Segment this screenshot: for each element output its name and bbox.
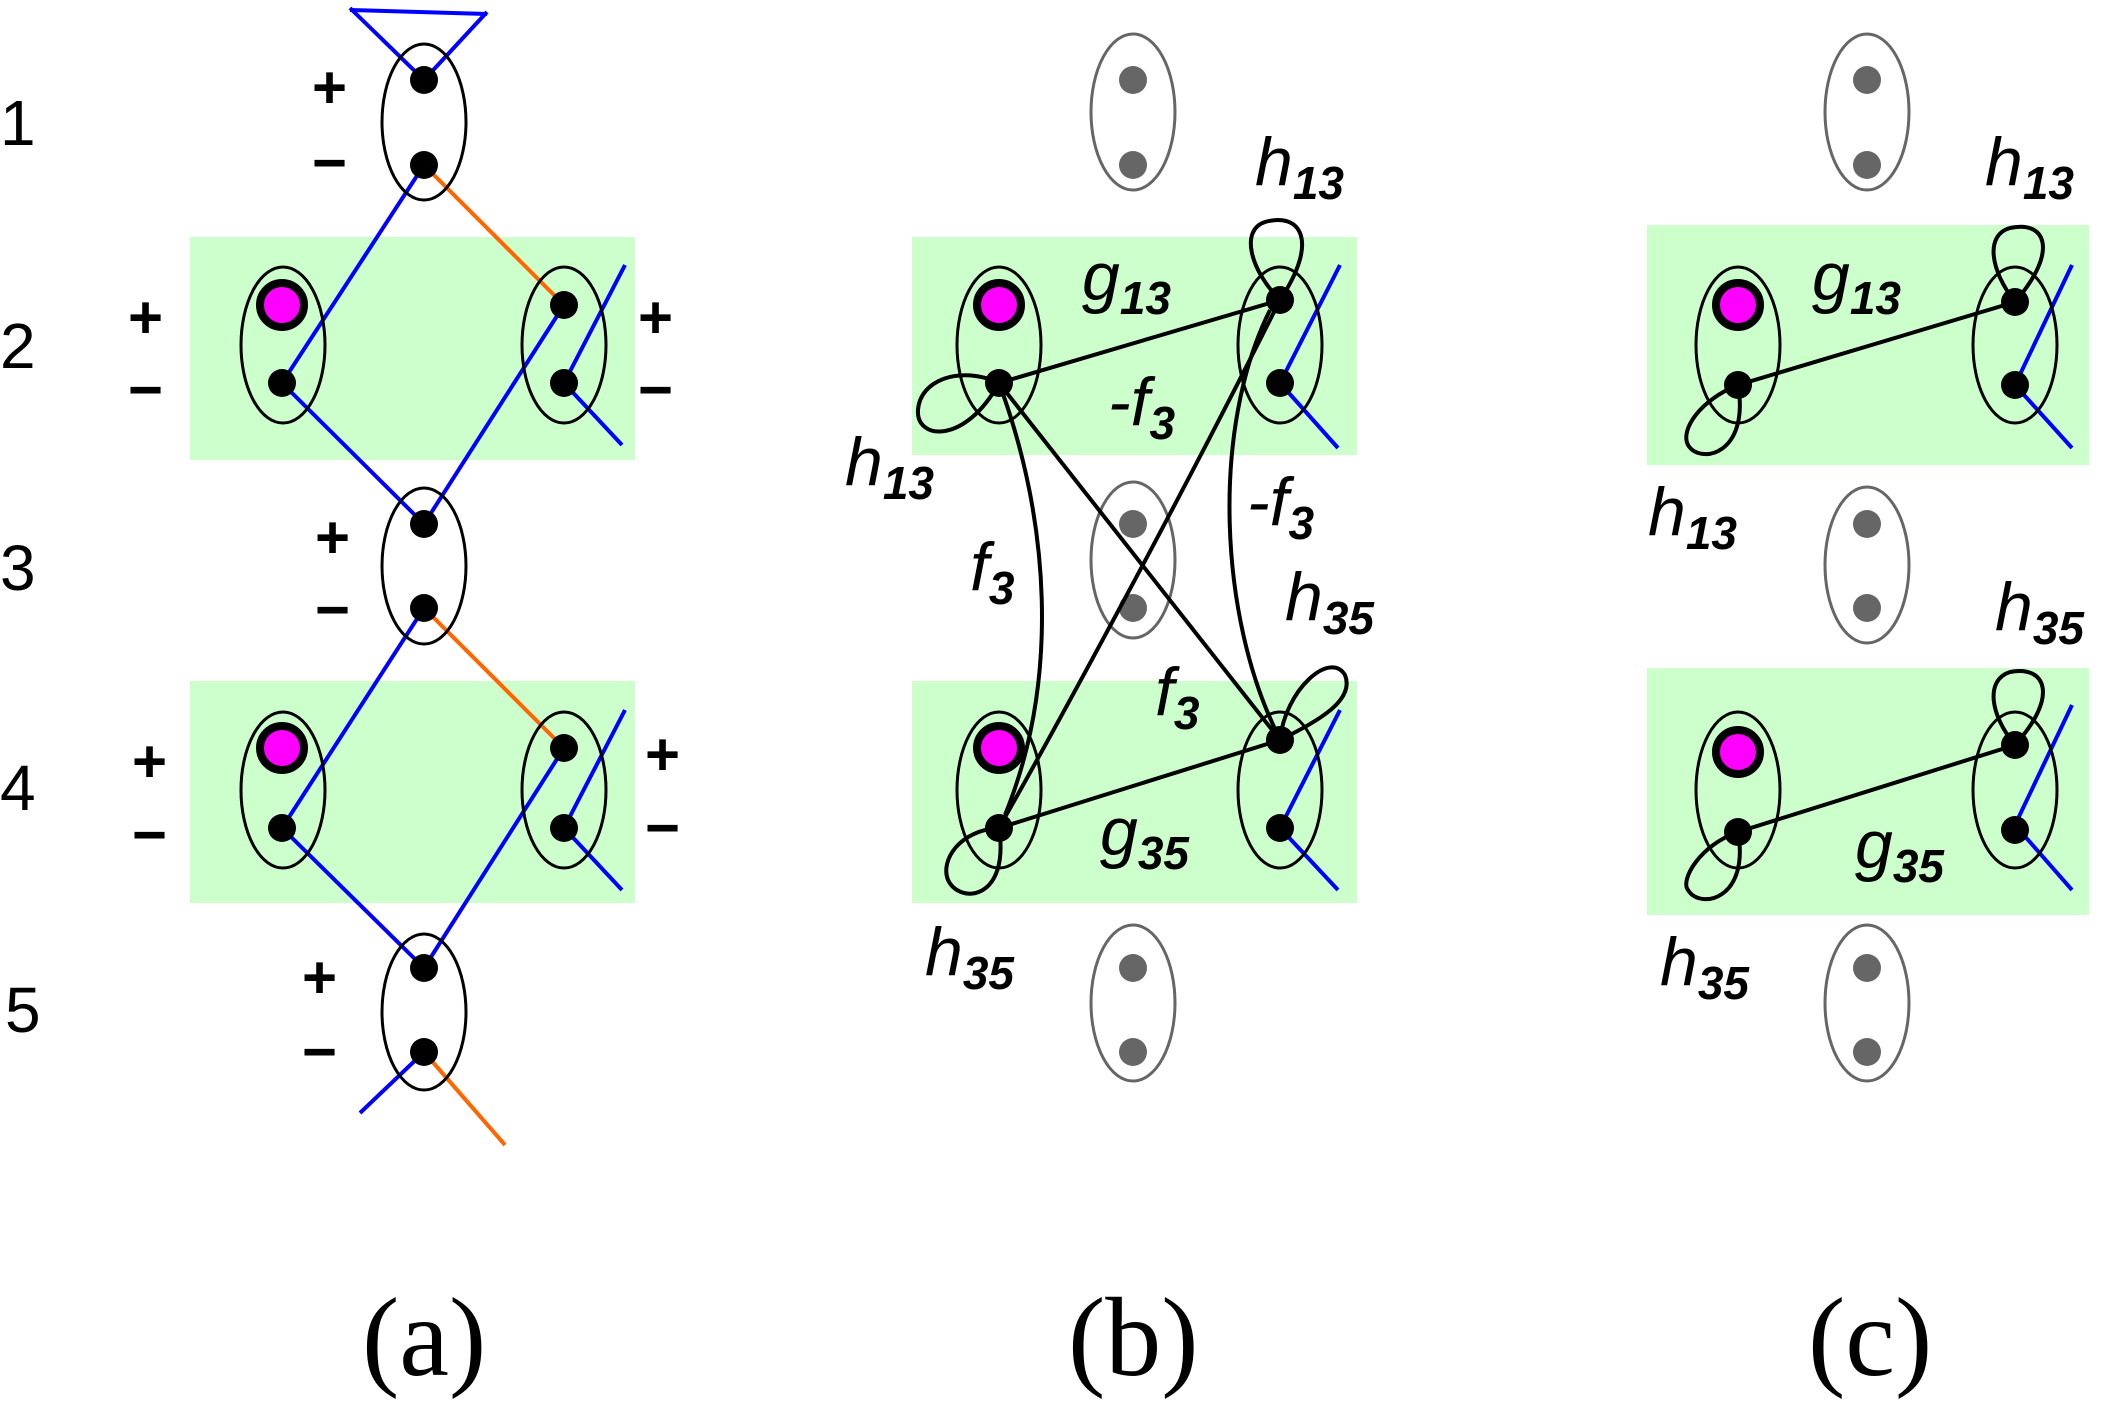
band-row-2 [190, 237, 635, 460]
label-h35-lower: h35 [1660, 924, 1750, 1009]
label-h35-upper: h35 [1285, 559, 1375, 644]
panel-a: 1 2 3 4 5 + − + − + − + − + − + − + − (a… [0, 6, 680, 1400]
panel-c: g13 h13 h13 h35 g35 h35 (c) [1647, 32, 2089, 1400]
label-h13-lower: h13 [1648, 474, 1737, 559]
label-g13: g13 [1812, 239, 1901, 324]
label-neg-f3-right: -f3 [1247, 464, 1315, 549]
minus-sign: − [638, 356, 673, 423]
grey-sites [1823, 32, 1911, 1083]
label-f3-center: f3 [1155, 654, 1200, 739]
site-ellipses [239, 42, 608, 1092]
plus-sign: + [128, 284, 163, 351]
caption-b: (b) [1068, 1276, 1199, 1400]
sign-labels: + − + − + − + − + − + − + − [128, 54, 680, 1085]
plus-sign: + [132, 728, 167, 795]
site-dots [268, 66, 578, 1066]
row-label-2: 2 [0, 310, 36, 382]
band-row-4 [190, 681, 635, 903]
magenta-dots [973, 279, 1025, 774]
blue-bonds [1278, 264, 1342, 892]
interaction-lines [915, 218, 1349, 896]
plus-sign: + [312, 54, 347, 121]
label-neg-f3-upper: -f3 [1108, 364, 1176, 449]
caption-c: (c) [1808, 1276, 1932, 1400]
minus-sign: − [315, 576, 350, 643]
label-g13: g13 [1082, 239, 1171, 324]
plus-sign: + [638, 284, 673, 351]
row-label-5: 5 [5, 974, 41, 1046]
caption-a: (a) [362, 1276, 486, 1400]
site-ellipses [1694, 265, 2059, 870]
minus-sign: − [312, 129, 347, 196]
plus-sign: + [315, 504, 350, 571]
magenta-dots [1712, 279, 1764, 778]
label-h13-upper: h13 [1255, 124, 1344, 209]
label-h35-upper: h35 [1995, 569, 2085, 654]
plus-sign: + [645, 721, 680, 788]
label-h13-upper: h13 [1985, 124, 2074, 209]
magenta-dots [256, 279, 308, 774]
label-g35: g35 [1855, 807, 1945, 892]
site-dots [985, 286, 1294, 842]
panel-b: g13 h13 -f3 h13 -f3 f3 h35 f3 g35 h35 (b… [845, 32, 1375, 1400]
label-h13-lower: h13 [845, 424, 934, 509]
minus-sign: − [132, 801, 167, 868]
row-label-1: 1 [0, 87, 36, 159]
grey-sites [1089, 32, 1177, 1083]
row-label-3: 3 [0, 532, 36, 604]
label-g35: g35 [1100, 794, 1190, 879]
site-ellipses [955, 265, 1324, 870]
site-dots [1724, 288, 2029, 846]
interaction-lines [1684, 224, 2045, 901]
label-f3-left: f3 [970, 529, 1015, 614]
minus-sign: − [128, 356, 163, 423]
blue-bonds [280, 6, 627, 1115]
minus-sign: − [645, 794, 680, 861]
minus-sign: − [302, 1018, 337, 1085]
row-label-4: 4 [0, 752, 36, 824]
plus-sign: + [302, 944, 337, 1011]
label-h35-lower: h35 [925, 914, 1015, 999]
